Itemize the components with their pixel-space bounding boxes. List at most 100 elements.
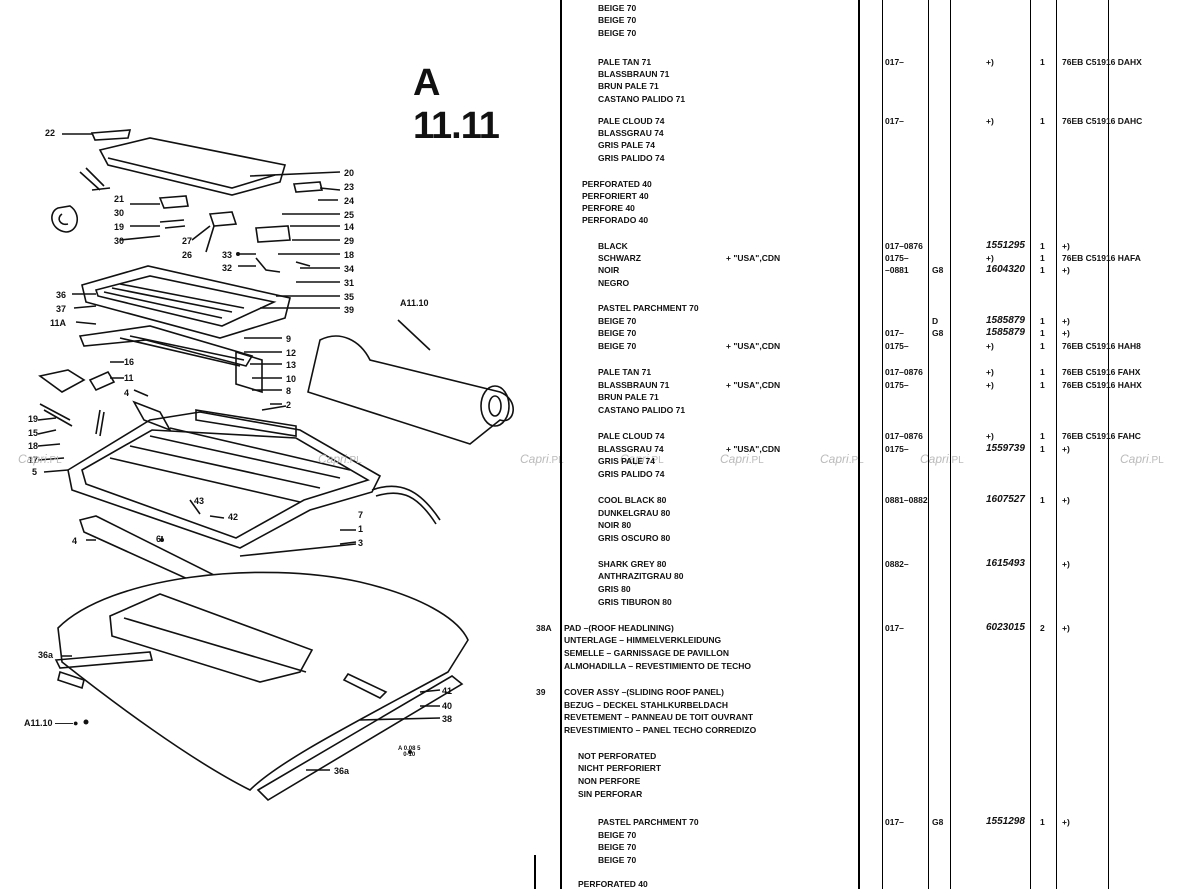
callout-36a: 36a bbox=[38, 650, 54, 660]
cell-note: +) bbox=[1062, 623, 1070, 633]
cell-part: 1559739 bbox=[986, 443, 1025, 454]
cell-desc: BLASSGRAU 74 bbox=[598, 128, 664, 138]
cell-qty: 1 bbox=[1040, 253, 1045, 263]
cell-from: 017– bbox=[885, 328, 904, 338]
cell-note: +) bbox=[1062, 328, 1070, 338]
cell-desc: BEIGE 70 bbox=[598, 830, 637, 840]
column-divider bbox=[928, 0, 929, 889]
callout-29: 29 bbox=[344, 236, 355, 246]
cell-desc: ALMOHADILLA – REVESTIMIENTO DE TECHO bbox=[564, 661, 752, 671]
callout-21: 21 bbox=[114, 194, 125, 204]
watermark: Capri.PL bbox=[1120, 452, 1164, 466]
cell-desc: NOT PERFORATED bbox=[578, 751, 657, 761]
cell-part: 1551298 bbox=[986, 816, 1025, 827]
cell-note: +) bbox=[1062, 817, 1070, 827]
cell-qty: 1 bbox=[1040, 328, 1045, 338]
cell-desc: COOL BLACK 80 bbox=[598, 495, 667, 505]
cell-desc: PERFORATED 40 bbox=[582, 179, 652, 189]
callout-19: 19 bbox=[28, 414, 39, 424]
cell-desc: PALE CLOUD 74 bbox=[598, 431, 665, 441]
callout-8: 8 bbox=[286, 386, 292, 396]
cell-code: D bbox=[932, 316, 939, 326]
cell-desc: BLASSGRAU 74 bbox=[598, 444, 664, 454]
cell-desc: CASTANO PALIDO 71 bbox=[598, 94, 686, 104]
callout-20: 20 bbox=[344, 168, 355, 178]
cell-desc: CASTANO PALIDO 71 bbox=[598, 405, 686, 415]
cell-part: +) bbox=[986, 380, 994, 390]
cell-desc: BEIGE 70 bbox=[598, 316, 637, 326]
cell-code: G8 bbox=[932, 265, 944, 275]
cell-desc: COVER ASSY –(SLIDING ROOF PANEL) bbox=[564, 687, 724, 697]
cell-desc: DUNKELGRAU 80 bbox=[598, 508, 671, 518]
cell-note: +) bbox=[1062, 444, 1070, 454]
cell-desc: GRIS TIBURON 80 bbox=[598, 597, 672, 607]
callout-22: 22 bbox=[45, 128, 56, 138]
cell-from: –0881 bbox=[885, 265, 909, 275]
cell-desc: BEIGE 70 bbox=[598, 842, 637, 852]
cell-part: 1551295 bbox=[986, 240, 1025, 251]
cell-desc: GRIS 80 bbox=[598, 584, 631, 594]
column-divider bbox=[1056, 0, 1057, 889]
callout-38: 38 bbox=[442, 714, 453, 724]
page-title: A 11.11 bbox=[413, 62, 500, 147]
cell-from: 0175– bbox=[885, 444, 909, 454]
cell-desc: SHARK GREY 80 bbox=[598, 559, 667, 569]
watermark: Capri.PL bbox=[820, 452, 864, 466]
cell-part: 1604320 bbox=[986, 264, 1025, 275]
cell-qty: 1 bbox=[1040, 380, 1045, 390]
callout-15: 15 bbox=[28, 428, 39, 438]
cell-desc: GRIS PALE 74 bbox=[598, 456, 655, 466]
callout-9: 9 bbox=[286, 334, 292, 344]
ref-a11-10-roll: A11.10 bbox=[400, 298, 429, 308]
callout-34: 34 bbox=[344, 264, 355, 274]
callout-31: 31 bbox=[344, 278, 355, 288]
cell-part: 1585879 bbox=[986, 315, 1025, 326]
callout-11: 11 bbox=[124, 373, 134, 383]
cell-desc: BLASSBRAUN 71 bbox=[598, 380, 670, 390]
column-divider bbox=[1030, 0, 1031, 889]
cell-note: +) bbox=[1062, 316, 1070, 326]
watermark: Capri.PL bbox=[318, 452, 362, 466]
cell-qty: 1 bbox=[1040, 316, 1045, 326]
cell-desc: BLACK bbox=[598, 241, 628, 251]
cell-part: 1607527 bbox=[986, 494, 1025, 505]
callout-39: 39 bbox=[344, 305, 355, 315]
cell-desc: BEIGE 70 bbox=[598, 855, 637, 865]
cell-ref: 76EB C51916 FAHC bbox=[1062, 431, 1141, 441]
callout-36: 36 bbox=[56, 290, 67, 300]
column-divider bbox=[534, 855, 536, 889]
cell-from: 0882– bbox=[885, 559, 909, 569]
cell-qty: 1 bbox=[1040, 495, 1045, 505]
cell-item: 39 bbox=[536, 687, 546, 697]
cell-desc: PALE CLOUD 74 bbox=[598, 116, 665, 126]
column-divider bbox=[882, 0, 883, 889]
cell-qty: 1 bbox=[1040, 241, 1045, 251]
cell-desc: PERFORATED 40 bbox=[578, 879, 648, 889]
cell-desc: PERFORE 40 bbox=[582, 203, 635, 213]
callout-18: 18 bbox=[344, 250, 355, 260]
callout-7: 7 bbox=[358, 510, 364, 520]
callout-27: 27 bbox=[182, 236, 193, 246]
column-divider bbox=[858, 0, 860, 889]
callout-36a: 36a bbox=[334, 766, 350, 776]
cell-desc: PALE TAN 71 bbox=[598, 57, 652, 67]
cell-from: 0175– bbox=[885, 380, 909, 390]
cell-code: G8 bbox=[932, 817, 944, 827]
ref-a11-10-roof: A11.10 ——● bbox=[24, 718, 79, 728]
cell-mkt: + "USA",CDN bbox=[726, 444, 781, 454]
callout-18: 18 bbox=[28, 441, 39, 451]
cell-from: 017– bbox=[885, 623, 904, 633]
cell-desc: GRIS PALE 74 bbox=[598, 140, 655, 150]
cell-desc: NOIR 80 bbox=[598, 520, 632, 530]
cell-note: +) bbox=[1062, 495, 1070, 505]
cell-desc: GRIS PALIDO 74 bbox=[598, 153, 665, 163]
callout-33: 33 bbox=[222, 250, 233, 260]
cell-desc: BRUN PALE 71 bbox=[598, 81, 659, 91]
cell-mkt: + "USA",CDN bbox=[726, 253, 781, 263]
callout-42: 42 bbox=[228, 512, 239, 522]
cell-qty: 1 bbox=[1040, 367, 1045, 377]
cell-mkt: + "USA",CDN bbox=[726, 341, 781, 351]
watermark: Capri.PL bbox=[620, 452, 664, 466]
cell-from: 0881–0882 bbox=[885, 495, 928, 505]
cell-note: +) bbox=[1062, 559, 1070, 569]
